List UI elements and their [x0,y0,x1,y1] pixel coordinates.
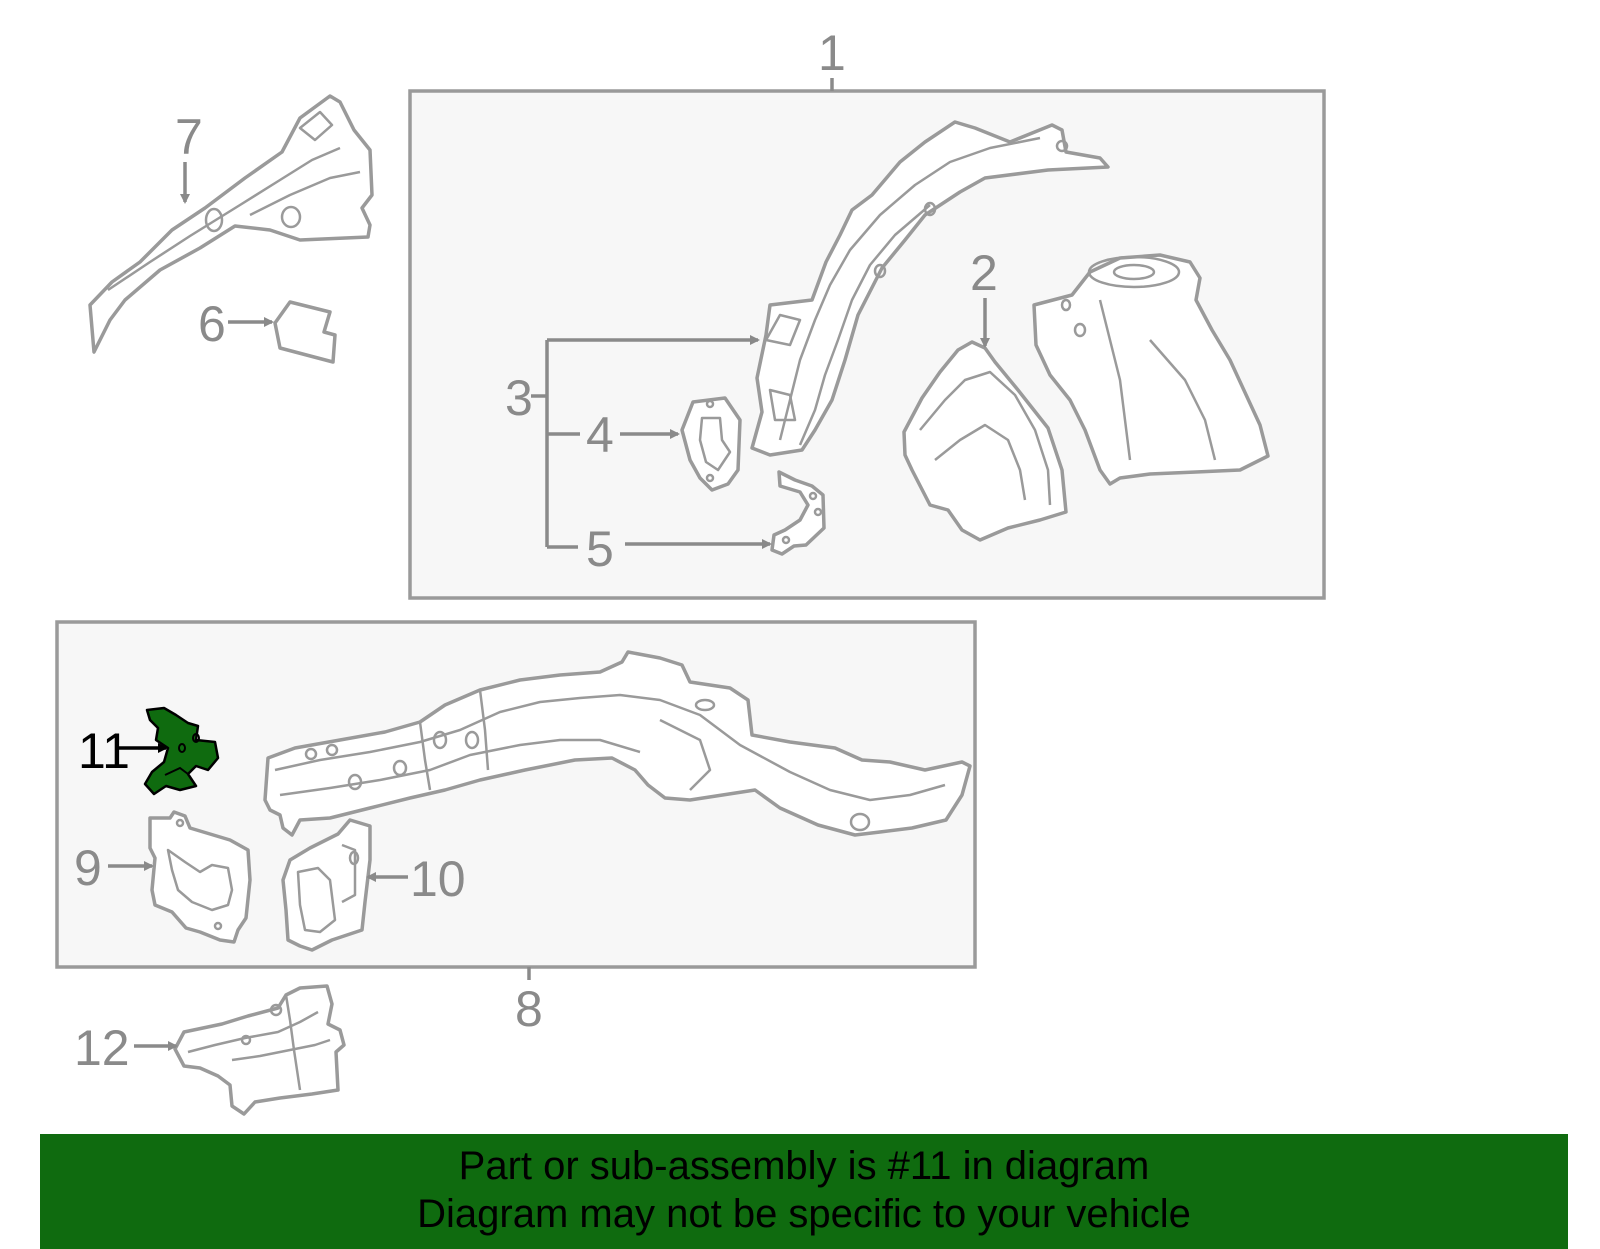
part-4-gusset [680,396,742,492]
callout-2: 2 [970,245,998,301]
callout-12: 12 [74,1020,130,1076]
callout-4: 4 [586,407,614,463]
part-5-angle-bracket [770,470,826,556]
part-12-bracket [173,984,346,1116]
callout-6: 6 [198,296,226,352]
part-2-shock-tower [902,253,1270,542]
part-3-apron-rail [750,120,1110,457]
footer-line-2: Diagram may not be specific to your vehi… [417,1192,1191,1236]
part-10-bracket [281,818,372,952]
part-9-reinforcement [148,810,252,944]
part-6-bracket [273,300,337,364]
callout-9: 9 [74,840,102,896]
callout-11: 11 [78,723,130,779]
part-7-apron-reinforcement [88,94,374,354]
callout-7: 7 [175,109,203,165]
part-8-frame-rail [263,650,972,837]
footer-line-1: Part or sub-assembly is #11 in diagram [458,1144,1150,1188]
callout-5: 5 [586,521,614,577]
callout-8: 8 [515,981,543,1037]
callout-3: 3 [505,370,533,426]
callout-1: 1 [818,25,846,81]
footer-banner: Part or sub-assembly is #11 in diagram D… [40,1134,1568,1249]
callout-10: 10 [410,851,466,907]
